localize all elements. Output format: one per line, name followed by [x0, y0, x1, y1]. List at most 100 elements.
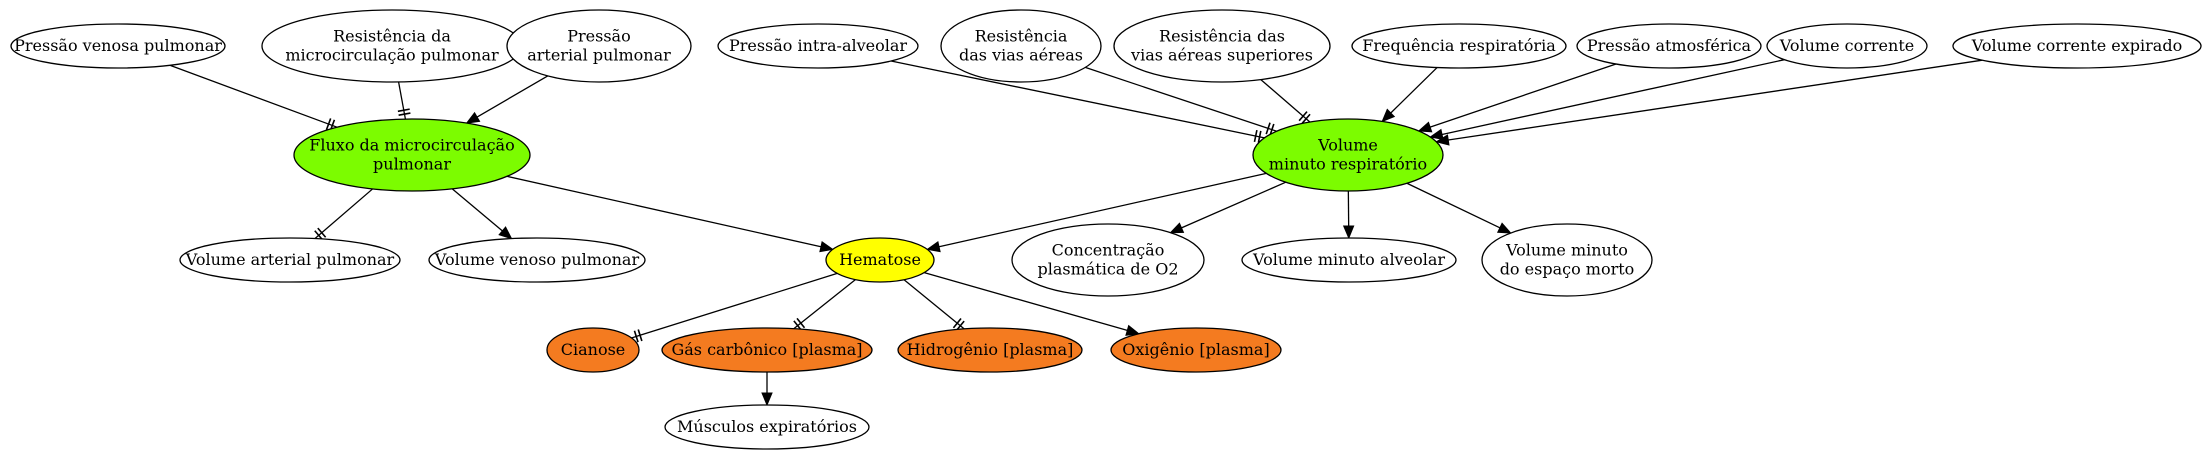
edge-line — [1429, 63, 1617, 128]
arrowhead-icon — [498, 226, 513, 240]
node-label: Fluxo da microcirculação — [309, 136, 514, 155]
arrowhead-icon — [761, 392, 773, 407]
node-ellipse — [1110, 327, 1282, 373]
node-ellipse — [1952, 23, 2202, 69]
node-label: Pressão venosa pulmonar — [14, 36, 222, 55]
edge-line — [924, 271, 1128, 332]
node-label: Oxigênio [plasma] — [1122, 340, 1269, 359]
node-hematose: Hematose — [825, 237, 935, 283]
node-musculos-expiratorios: Músculos expiratórios — [664, 404, 870, 450]
node-label: Volume arterial pulmonar — [185, 250, 395, 269]
node-label: Músculos expiratórios — [677, 417, 857, 436]
inverse-tick-icon — [398, 112, 411, 117]
edge-resistencia-vias-aereas-superiores-to-volume-minuto-respiratorio — [1260, 79, 1311, 124]
edge-line — [1406, 182, 1501, 229]
node-cianose: Cianose — [546, 327, 640, 373]
node-ellipse — [179, 237, 401, 283]
node-label: Hidrogênio [plasma] — [907, 340, 1074, 359]
node-label: microcirculação pulmonar — [285, 46, 499, 65]
edge-hematose-to-gas-carbonico-plasma — [793, 279, 856, 331]
edge-resistencia-microcirculacao-to-fluxo-microcirculacao — [397, 81, 411, 120]
edge-line — [1260, 79, 1311, 123]
node-label: Resistência da — [333, 27, 451, 46]
arrowhead-icon — [1169, 222, 1185, 234]
node-ellipse — [1252, 118, 1444, 192]
node-label: Volume corrente expirado — [1971, 36, 2182, 55]
arrowhead-icon — [1429, 128, 1444, 140]
edge-volume-corrente-expirado-to-volume-minuto-respiratorio — [1435, 59, 1983, 146]
arrowhead-icon — [1417, 121, 1433, 133]
edge-hematose-to-cianose — [631, 272, 838, 343]
node-label: arterial pulmonar — [527, 46, 671, 65]
edge-volume-minuto-respiratorio-to-hematose — [926, 172, 1267, 253]
node-volume-arterial-pulmonar: Volume arterial pulmonar — [179, 237, 401, 283]
node-label: Volume venoso pulmonar — [434, 250, 640, 269]
node-ellipse — [506, 9, 692, 83]
edge-hematose-to-hidrogenio-plasma — [903, 279, 965, 331]
arrowhead-icon — [1381, 108, 1396, 123]
node-ellipse — [1113, 9, 1331, 83]
edge-volume-minuto-respiratorio-to-volume-minuto-espaco-morto — [1406, 182, 1512, 234]
node-label: Resistência das — [1159, 27, 1285, 46]
node-volume-minuto-alveolar: Volume minuto alveolar — [1241, 237, 1457, 283]
node-volume-corrente-expirado: Volume corrente expirado — [1952, 23, 2202, 69]
node-ellipse — [428, 237, 646, 283]
edge-line — [903, 279, 965, 330]
edge-pressao-venosa-pulmonar-to-fluxo-microcirculacao — [169, 64, 338, 132]
node-oxigenio-plasma: Oxigênio [plasma] — [1110, 327, 1282, 373]
node-label: Volume minuto — [1505, 241, 1628, 260]
node-ellipse — [897, 327, 1083, 373]
node-ellipse — [940, 9, 1102, 83]
edge-line — [506, 175, 822, 248]
node-ellipse — [1241, 237, 1457, 283]
inverse-tick-icon — [1265, 122, 1271, 135]
edge-line — [476, 75, 549, 118]
edge-line — [397, 81, 407, 120]
edge-line — [1181, 181, 1287, 229]
node-ellipse — [664, 404, 870, 450]
node-ellipse — [1351, 23, 1567, 69]
arrowhead-icon — [1496, 222, 1512, 234]
edge-pressao-arterial-pulmonar-to-fluxo-microcirculacao — [465, 75, 549, 124]
edge-line — [793, 279, 856, 330]
edge-pressao-atmosferica-to-volume-minuto-respiratorio — [1417, 63, 1617, 133]
edge-pressao-intra-alveolar-to-volume-minuto-respiratorio — [890, 60, 1265, 143]
edge-line — [1390, 67, 1438, 114]
edge-line — [631, 272, 838, 339]
arrowhead-icon — [1125, 324, 1141, 336]
node-label: Volume minuto alveolar — [1252, 250, 1445, 269]
node-ellipse — [1011, 223, 1205, 297]
inverse-tick-icon — [637, 329, 643, 342]
node-pressao-atmosferica: Pressão atmosférica — [1576, 23, 1762, 69]
edge-line — [890, 60, 1265, 139]
edge-volume-minuto-respiratorio-to-volume-minuto-alveolar — [1342, 190, 1355, 240]
inverse-tick-icon — [952, 318, 962, 329]
edge-fluxo-microcirculacao-to-volume-venoso-pulmonar — [451, 188, 513, 240]
edge-line — [1441, 59, 1785, 136]
edge-fluxo-microcirculacao-to-hematose — [506, 175, 834, 253]
edge-gas-carbonico-plasma-to-musculos-expiratorios — [761, 372, 773, 407]
node-label: Pressão atmosférica — [1587, 36, 1752, 55]
node-label: Gás carbônico [plasma] — [671, 340, 862, 359]
node-label: plasmática de O2 — [1037, 260, 1178, 279]
node-frequencia-respiratoria: Frequência respiratória — [1351, 23, 1567, 69]
inverse-tick-icon — [796, 317, 806, 329]
edge-line — [451, 188, 503, 232]
inverse-tick-icon — [1257, 130, 1262, 143]
arrowhead-icon — [465, 111, 481, 124]
node-label: minuto respiratório — [1269, 155, 1427, 174]
node-volume-corrente: Volume corrente — [1766, 23, 1928, 69]
node-label: das vias aéreas — [959, 46, 1083, 65]
inverse-tick-icon — [317, 227, 327, 238]
edge-line — [1085, 66, 1277, 132]
edge-line — [1448, 59, 1983, 141]
node-volume-venoso-pulmonar: Volume venoso pulmonar — [428, 237, 646, 283]
edge-volume-minuto-respiratorio-to-concentracao-plasmatica-o2 — [1169, 181, 1287, 234]
node-label: Cianose — [561, 340, 626, 359]
inverse-tick-icon — [1301, 113, 1311, 124]
